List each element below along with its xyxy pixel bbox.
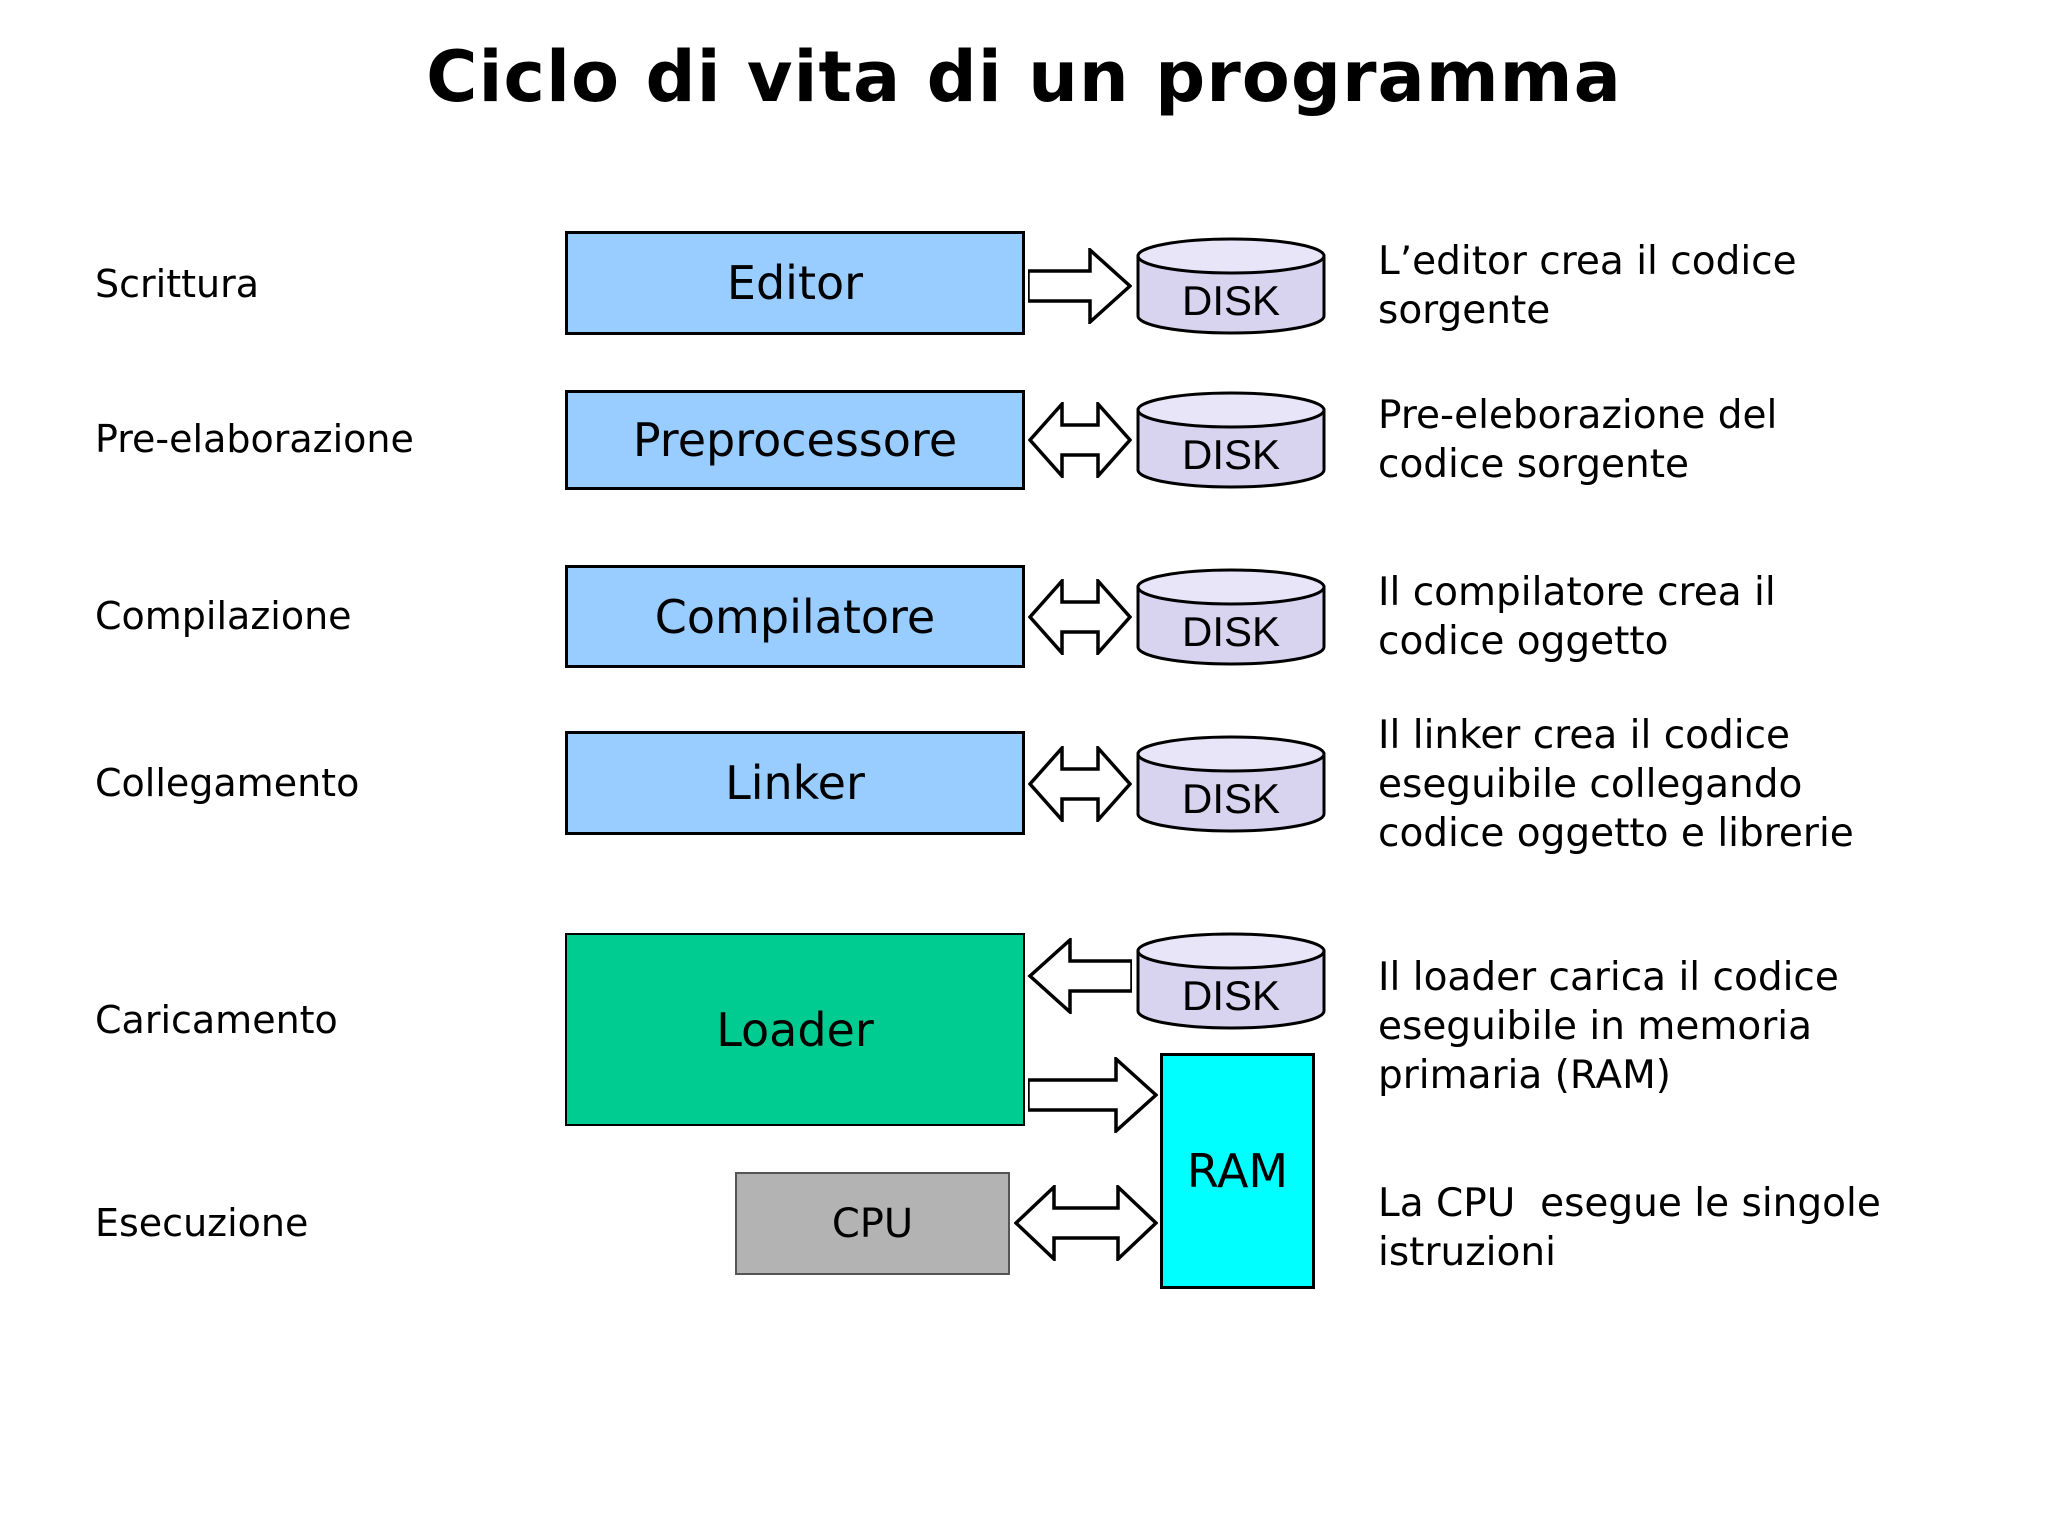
ram-box: RAM xyxy=(1160,1053,1315,1289)
desc-line: Il linker crea il codice xyxy=(1378,713,1791,758)
cpu-box: CPU xyxy=(735,1172,1010,1275)
phase-label-pre-elaborazione: Pre-elaborazione xyxy=(95,417,414,461)
disk-cylinder-pre-elaborazione: DISK xyxy=(1135,389,1327,491)
desc-line: codice sorgente xyxy=(1378,442,1690,487)
disk-icon xyxy=(1136,391,1326,489)
ram-box-label: RAM xyxy=(1186,1144,1289,1198)
disk-label: DISK xyxy=(1181,277,1281,324)
page-title: Ciclo di vita di un programma xyxy=(426,36,1622,118)
arrow-left-disk-to-loader-icon xyxy=(1027,938,1132,1014)
desc-line: primaria (RAM) xyxy=(1378,1053,1671,1098)
disk-icon xyxy=(1136,932,1326,1030)
compiler-box: Compilatore xyxy=(565,565,1025,668)
preprocessor-box-label: Preprocessore xyxy=(632,413,958,467)
editor-box: Editor xyxy=(565,231,1025,335)
phase-label-collegamento: Collegamento xyxy=(95,761,360,805)
arrow-both-linker-disk-icon xyxy=(1028,746,1132,822)
arrow-both-preprocessor-disk-icon xyxy=(1028,402,1132,478)
phase-label-caricamento: Caricamento xyxy=(95,998,338,1042)
loader-box-label: Loader xyxy=(716,1002,874,1057)
arrow-right-loader-to-ram-icon xyxy=(1028,1057,1158,1133)
desc-line: La CPU esegue le singole xyxy=(1378,1181,1881,1226)
disk-icon xyxy=(1136,568,1326,666)
desc-scrittura: L’editor crea il codice sorgente xyxy=(1378,237,1797,335)
arrow-both-compiler-disk-icon xyxy=(1028,579,1132,655)
desc-line: eseguibile in memoria xyxy=(1378,1004,1812,1049)
phase-label-compilazione: Compilazione xyxy=(95,594,352,638)
desc-pre-elaborazione: Pre-eleborazione del codice sorgente xyxy=(1378,391,1777,489)
arrow-right-editor-to-disk-icon xyxy=(1028,248,1132,324)
phase-label-scrittura: Scrittura xyxy=(95,262,259,306)
desc-line: istruzioni xyxy=(1378,1230,1556,1275)
disk-label: DISK xyxy=(1181,431,1281,478)
desc-line: Pre-eleborazione del xyxy=(1378,393,1778,438)
desc-line: codice oggetto xyxy=(1378,619,1669,664)
desc-line: Il compilatore crea il xyxy=(1378,570,1776,615)
compiler-box-label: Compilatore xyxy=(654,589,936,644)
disk-icon xyxy=(1136,237,1326,335)
desc-line: Il loader carica il codice xyxy=(1378,955,1839,1000)
disk-icon xyxy=(1136,735,1326,833)
phase-label-esecuzione: Esecuzione xyxy=(95,1201,309,1245)
disk-cylinder-caricamento: DISK xyxy=(1135,930,1327,1032)
desc-esecuzione: La CPU esegue le singole istruzioni xyxy=(1378,1179,1881,1277)
disk-cylinder-collegamento: DISK xyxy=(1135,733,1327,835)
linker-box: Linker xyxy=(565,731,1025,835)
desc-collegamento: Il linker crea il codice eseguibile coll… xyxy=(1378,711,1854,858)
editor-box-label: Editor xyxy=(726,256,864,310)
loader-box: Loader xyxy=(565,933,1025,1126)
desc-line: codice oggetto e librerie xyxy=(1378,811,1854,856)
disk-cylinder-compilazione: DISK xyxy=(1135,566,1327,668)
cpu-box-label: CPU xyxy=(831,1200,914,1247)
desc-line: sorgente xyxy=(1378,288,1551,333)
preprocessor-box: Preprocessore xyxy=(565,390,1025,490)
disk-label: DISK xyxy=(1181,972,1281,1019)
disk-label: DISK xyxy=(1181,775,1281,822)
desc-line: L’editor crea il codice xyxy=(1378,239,1797,284)
arrow-both-cpu-ram-icon xyxy=(1014,1185,1158,1261)
disk-label: DISK xyxy=(1181,608,1281,655)
disk-cylinder-scrittura: DISK xyxy=(1135,235,1327,337)
linker-box-label: Linker xyxy=(725,756,865,810)
desc-line: eseguibile collegando xyxy=(1378,762,1803,807)
desc-compilazione: Il compilatore crea il codice oggetto xyxy=(1378,568,1776,666)
desc-caricamento: Il loader carica il codice eseguibile in… xyxy=(1378,953,1839,1100)
